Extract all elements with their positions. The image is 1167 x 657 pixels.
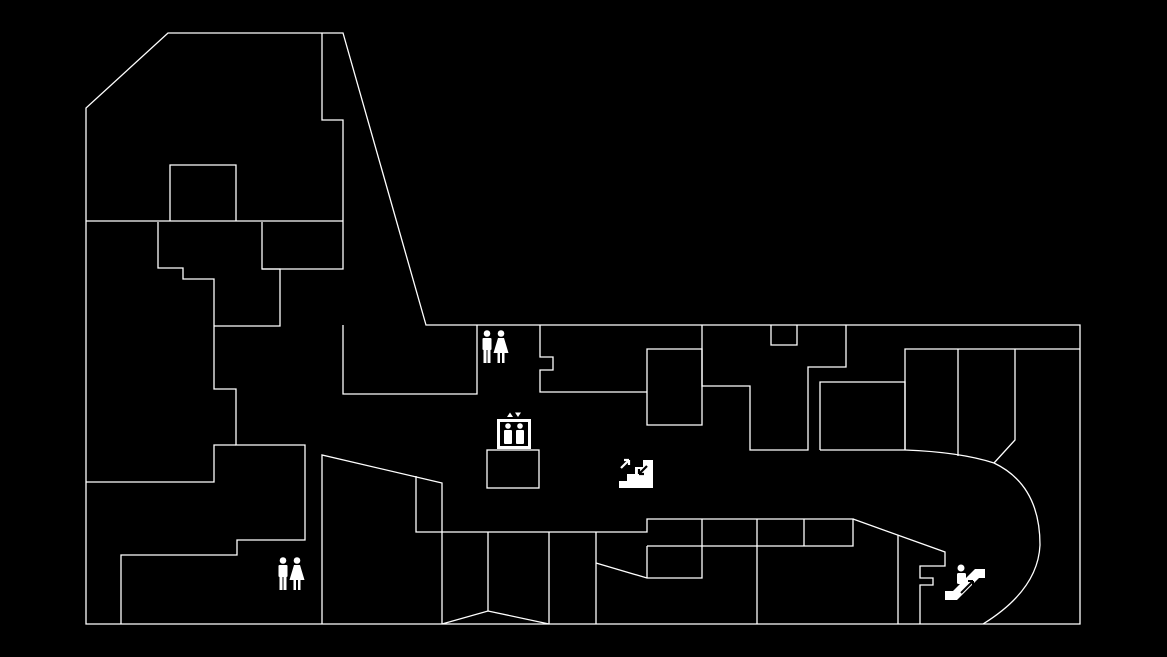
room-notch (770, 325, 798, 346)
room-central-north (539, 325, 647, 393)
room-east-central (214, 222, 281, 327)
room-east-a (819, 381, 906, 450)
room-south-e (595, 519, 703, 579)
room-central-north-east (646, 348, 703, 426)
room-south-corner (415, 476, 442, 533)
room-north-strip-a (701, 325, 847, 451)
room-east-central-cap (262, 222, 344, 270)
room-central-north-west (342, 325, 478, 395)
room-square-north (169, 164, 237, 221)
south-corridor-wall (442, 518, 854, 547)
room-elevator-lobby (486, 449, 540, 489)
room-west-south-divider (86, 444, 236, 483)
room-east-d (993, 349, 1016, 464)
stairs-icon[interactable] (619, 454, 653, 488)
room-south-west-large (321, 454, 443, 624)
room-south-east (852, 518, 946, 624)
building-outline (85, 32, 1081, 625)
room-south-a (441, 610, 550, 625)
escalator-icon[interactable] (945, 564, 985, 601)
room-north-tower (321, 33, 344, 222)
curved-corridor-wall (820, 449, 1041, 625)
restroom-icon[interactable] (482, 330, 509, 363)
restroom-icon[interactable] (278, 557, 305, 590)
room-west-central (120, 222, 306, 624)
elevator-icon[interactable] (497, 412, 531, 450)
room-east-b (904, 348, 1080, 450)
